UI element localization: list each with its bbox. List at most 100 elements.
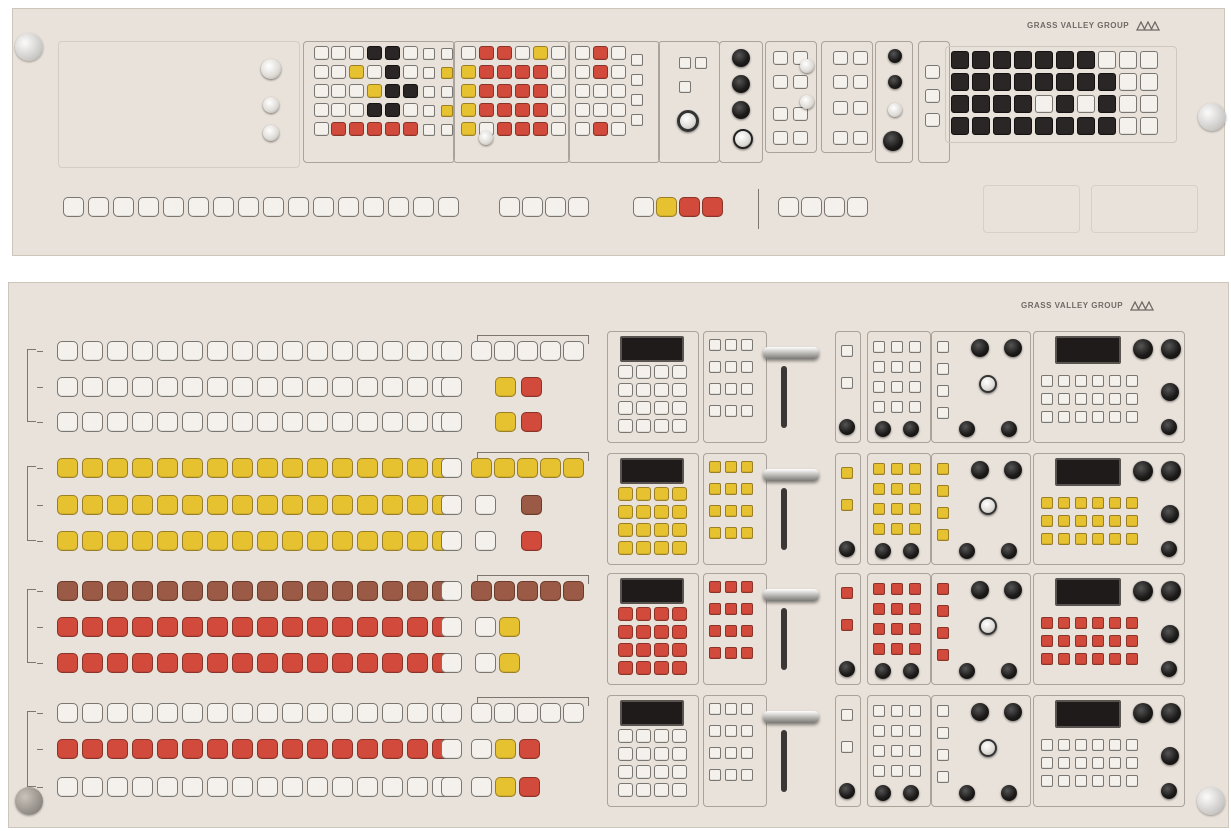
matrix-button[interactable] — [403, 65, 418, 79]
crosspoint-button[interactable] — [57, 581, 78, 601]
crosspoint-button[interactable] — [107, 341, 128, 361]
level-knob[interactable] — [263, 97, 279, 113]
dsk-knob[interactable] — [979, 739, 997, 757]
matrix-button[interactable] — [479, 46, 494, 60]
memory-button[interactable] — [1126, 739, 1138, 751]
wipe-pattern-button[interactable] — [1077, 51, 1095, 69]
crosspoint-button[interactable] — [57, 739, 78, 759]
strip-button[interactable] — [841, 345, 853, 357]
crosspoint-button[interactable] — [307, 341, 328, 361]
keypad-button[interactable] — [672, 523, 687, 537]
dsk-button[interactable] — [937, 583, 949, 595]
matrix-button[interactable] — [441, 105, 453, 117]
crosspoint-button[interactable] — [263, 197, 284, 217]
fader-handle[interactable] — [763, 589, 819, 601]
crosspoint-button[interactable] — [182, 581, 203, 601]
crosspoint-button[interactable] — [332, 653, 353, 673]
matrix-button[interactable] — [631, 114, 643, 126]
matrix-button[interactable] — [314, 84, 329, 98]
keypad-button[interactable] — [654, 783, 669, 797]
crosspoint-button[interactable] — [475, 617, 496, 637]
key-knob[interactable] — [903, 421, 919, 437]
matrix-button[interactable] — [833, 51, 848, 65]
crosspoint-button[interactable] — [357, 377, 378, 397]
memory-button[interactable] — [1092, 635, 1104, 647]
matrix-button[interactable] — [679, 57, 691, 69]
matrix-button[interactable] — [533, 46, 548, 60]
crosspoint-button[interactable] — [282, 531, 303, 551]
crosspoint-button[interactable] — [407, 703, 428, 723]
wipe-pattern-button[interactable] — [1056, 117, 1074, 135]
crosspoint-button[interactable] — [57, 777, 78, 797]
keypad-button[interactable] — [636, 607, 651, 621]
key-knob[interactable] — [903, 663, 919, 679]
preset-button[interactable] — [441, 617, 462, 637]
transition-button[interactable] — [741, 703, 753, 715]
fader-track[interactable] — [781, 488, 787, 550]
matrix-button[interactable] — [497, 122, 512, 136]
crosspoint-button[interactable] — [207, 495, 228, 515]
matrix-button[interactable] — [611, 65, 626, 79]
crosspoint-button[interactable] — [307, 617, 328, 637]
memory-button[interactable] — [1058, 497, 1070, 509]
matrix-button[interactable] — [497, 46, 512, 60]
crosspoint-button[interactable] — [232, 495, 253, 515]
keypad-button[interactable] — [636, 365, 651, 379]
wipe-pattern-button[interactable] — [951, 51, 969, 69]
crosspoint-button[interactable] — [232, 458, 253, 478]
key-button[interactable] — [909, 745, 921, 757]
matrix-button[interactable] — [367, 65, 382, 79]
crosspoint-button[interactable] — [545, 197, 566, 217]
memory-button[interactable] — [1075, 497, 1087, 509]
adjust-knob[interactable] — [888, 103, 902, 117]
memory-button[interactable] — [1109, 375, 1121, 387]
key-button[interactable] — [909, 341, 921, 353]
wipe-pattern-button[interactable] — [1014, 51, 1032, 69]
dsk-knob[interactable] — [1004, 339, 1022, 357]
crosspoint-button[interactable] — [801, 197, 822, 217]
transition-button[interactable] — [725, 483, 737, 495]
matrix-button[interactable] — [385, 84, 400, 98]
dsk-button[interactable] — [937, 363, 949, 375]
key-knob[interactable] — [875, 421, 891, 437]
memory-button[interactable] — [1041, 533, 1053, 545]
crosspoint-button[interactable] — [382, 531, 403, 551]
memory-button[interactable] — [1092, 775, 1104, 787]
crosspoint-button[interactable] — [57, 341, 78, 361]
crosspoint-button[interactable] — [157, 341, 178, 361]
crosspoint-button[interactable] — [357, 412, 378, 432]
wipe-pattern-button[interactable] — [1014, 73, 1032, 91]
crosspoint-button[interactable] — [207, 341, 228, 361]
crosspoint-button[interactable] — [257, 703, 278, 723]
matrix-button[interactable] — [479, 84, 494, 98]
memory-knob[interactable] — [1133, 703, 1153, 723]
memory-button[interactable] — [1109, 515, 1121, 527]
matrix-button[interactable] — [515, 103, 530, 117]
crosspoint-button[interactable] — [521, 495, 542, 515]
crosspoint-button[interactable] — [257, 581, 278, 601]
transition-button[interactable] — [725, 383, 737, 395]
crosspoint-button[interactable] — [357, 495, 378, 515]
crosspoint-button[interactable] — [357, 458, 378, 478]
matrix-button[interactable] — [515, 84, 530, 98]
keypad-button[interactable] — [654, 765, 669, 779]
key-button[interactable] — [873, 401, 885, 413]
crosspoint-button[interactable] — [499, 197, 520, 217]
keypad-button[interactable] — [672, 625, 687, 639]
key-button[interactable] — [873, 341, 885, 353]
transition-button[interactable] — [725, 725, 737, 737]
crosspoint-button[interactable] — [540, 581, 561, 601]
crosspoint-button[interactable] — [382, 458, 403, 478]
crosspoint-button[interactable] — [157, 495, 178, 515]
transition-button[interactable] — [741, 361, 753, 373]
crosspoint-button[interactable] — [57, 703, 78, 723]
memory-knob[interactable] — [1161, 581, 1181, 601]
crosspoint-button[interactable] — [517, 458, 538, 478]
key-button[interactable] — [891, 361, 903, 373]
memory-button[interactable] — [1075, 757, 1087, 769]
keypad-button[interactable] — [636, 765, 651, 779]
crosspoint-button[interactable] — [382, 412, 403, 432]
crosspoint-button[interactable] — [232, 617, 253, 637]
matrix-button[interactable] — [461, 46, 476, 60]
matrix-button[interactable] — [497, 65, 512, 79]
